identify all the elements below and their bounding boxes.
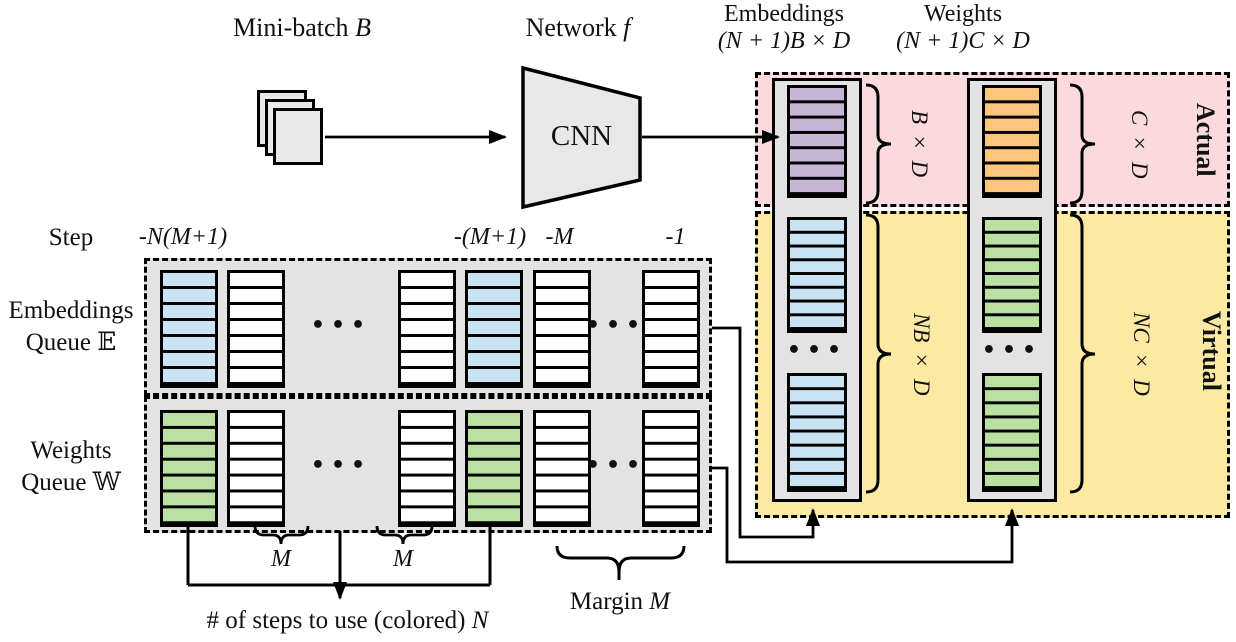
ellipsis-icon: ••• bbox=[310, 453, 372, 478]
m-label-left: M bbox=[271, 546, 291, 572]
emb-queue-box-colored-1 bbox=[160, 270, 218, 388]
step-value-1: -(M+1) bbox=[453, 224, 527, 250]
bxd-label: B × D bbox=[907, 110, 932, 178]
emb-queue-box-empty-2 bbox=[398, 270, 456, 388]
weights-header-dims: (N + 1)C × D bbox=[896, 28, 1030, 54]
emb-queue-box-colored-2 bbox=[465, 270, 523, 388]
network-label: Network f bbox=[525, 13, 631, 42]
margin-label: Margin M bbox=[569, 588, 671, 615]
wt-queue-box-empty-2 bbox=[398, 410, 456, 527]
minibatch-image-front bbox=[273, 108, 323, 165]
wt-queue-box-empty-4 bbox=[642, 410, 700, 527]
emb-queue-box-empty-1 bbox=[227, 270, 285, 388]
weights-header: Weights (N + 1)C × D bbox=[873, 1, 1053, 55]
weights-queue-label: Weights Queue 𝕎 bbox=[21, 437, 121, 496]
embeddings-header-title: Embeddings bbox=[724, 1, 844, 27]
actual-weights-box bbox=[982, 85, 1042, 198]
wt-queue-box-colored-1 bbox=[160, 410, 218, 527]
actual-label: Actual bbox=[1191, 103, 1220, 177]
actual-embeddings-box bbox=[787, 85, 847, 198]
emb-queue-box-empty-3 bbox=[533, 270, 591, 388]
embeddings-queue-label: Embeddings Queue 𝔼 bbox=[8, 297, 134, 356]
m-label-right: M bbox=[393, 546, 413, 572]
step-value-2: -M bbox=[545, 224, 574, 250]
wt-queue-box-empty-1 bbox=[227, 410, 285, 527]
virtual-weights-box-bottom bbox=[982, 373, 1042, 492]
minibatch-label: Mini-batch B bbox=[233, 13, 371, 42]
wt-queue-box-colored-2 bbox=[465, 410, 523, 527]
ellipsis-icon: ••• bbox=[310, 313, 372, 338]
embeddings-header-dims: (N + 1)B × D bbox=[717, 28, 851, 54]
ncxd-label: NC × D bbox=[1129, 312, 1154, 396]
ellipsis-icon: ••• bbox=[981, 338, 1043, 363]
margin-underbrace bbox=[555, 545, 686, 580]
wt-queue-box-empty-3 bbox=[533, 410, 591, 527]
n-span-bracket bbox=[186, 527, 492, 587]
virtual-embeddings-box-top bbox=[787, 217, 847, 333]
cnn-label: CNN bbox=[550, 120, 613, 152]
ellipsis-icon: ••• bbox=[786, 338, 848, 363]
virtual-embeddings-box-bottom bbox=[787, 373, 847, 492]
weights-header-title: Weights bbox=[923, 1, 1003, 27]
emb-queue-box-empty-4 bbox=[642, 270, 700, 388]
embeddings-header: Embeddings (N + 1)B × D bbox=[694, 1, 874, 55]
cxd-label: C × D bbox=[1127, 109, 1152, 179]
step-value-3: -1 bbox=[665, 224, 686, 250]
step-value-0: -N(M+1) bbox=[138, 224, 228, 250]
virtual-weights-box-top bbox=[982, 217, 1042, 333]
nbxd-label: NB × D bbox=[909, 312, 934, 396]
ellipsis-icon: ••• bbox=[585, 313, 647, 338]
step-label: Step bbox=[48, 224, 94, 251]
ellipsis-icon: ••• bbox=[585, 453, 647, 478]
steps-note-label: # of steps to use (colored) N bbox=[206, 607, 489, 634]
virtual-label: Virtual bbox=[1197, 311, 1226, 391]
